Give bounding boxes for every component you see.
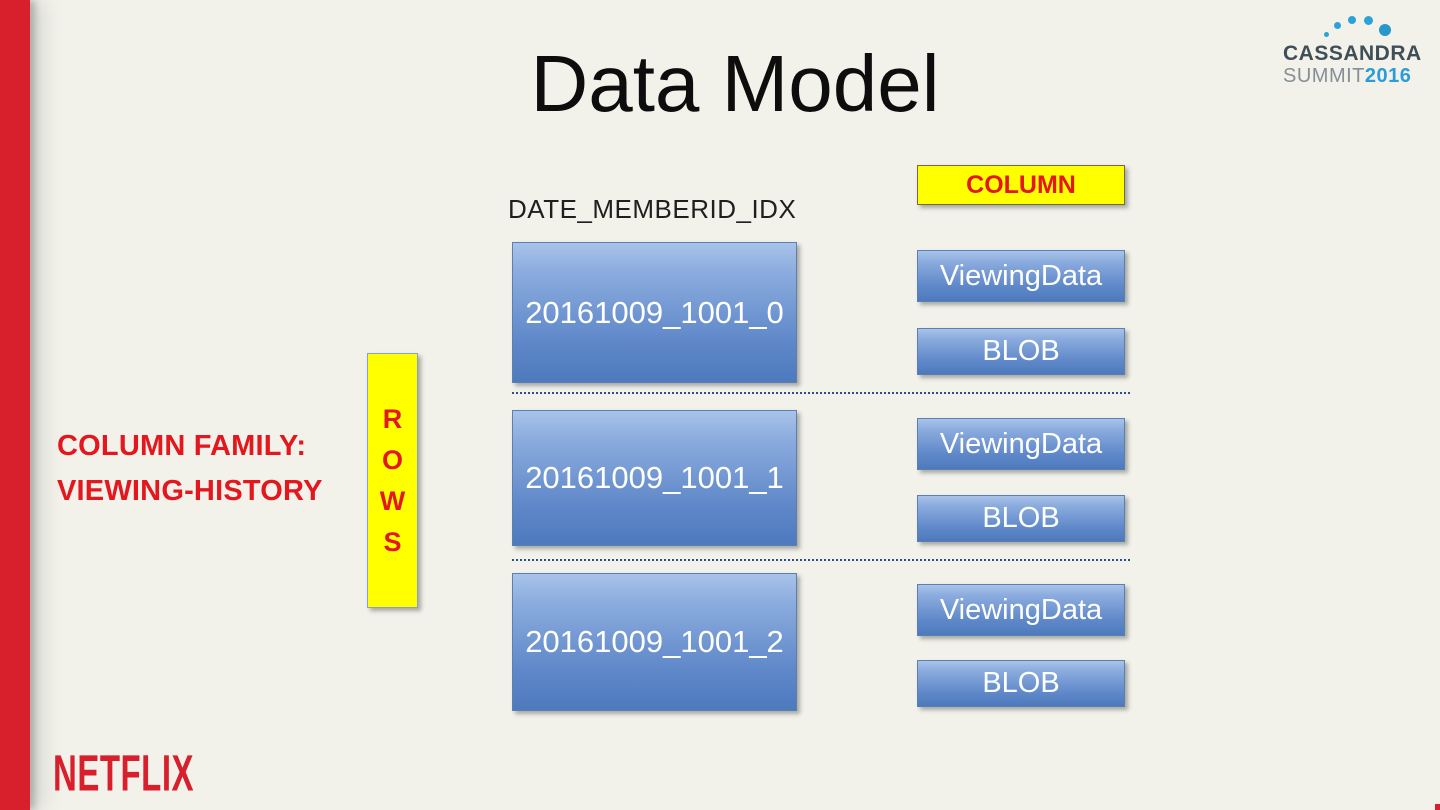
column-name-box: ViewingData <box>917 250 1125 302</box>
cassandra-dots-icon <box>1364 16 1373 25</box>
netflix-logo: NETFLIX <box>53 744 194 802</box>
cassandra-summit-logo: CASSANDRA SUMMIT2016 <box>1278 6 1438 101</box>
row-separator-line <box>512 559 1130 561</box>
column-family-caption: COLUMN FAMILY: VIEWING-HISTORY <box>57 424 323 514</box>
left-accent-bar <box>0 0 30 810</box>
column-value-box: BLOB <box>917 495 1125 542</box>
cassandra-dots-icon <box>1334 22 1341 29</box>
rows-letter: R <box>382 403 403 434</box>
cassandra-year-text: 2016 <box>1364 65 1412 87</box>
cassandra-summit-text: SUMMIT <box>1283 65 1365 87</box>
column-family-caption-line1: COLUMN FAMILY: <box>57 430 307 462</box>
column-name-box: ViewingData <box>917 418 1125 470</box>
cassandra-dots-icon <box>1324 32 1329 37</box>
column-value-box: BLOB <box>917 328 1125 375</box>
cassandra-summit-year: SUMMIT2016 <box>1283 65 1411 88</box>
row-key-box: 20161009_1001_0 <box>512 242 797 383</box>
row-separator-line <box>512 392 1130 394</box>
rows-letter: W <box>379 485 406 516</box>
corner-accent-mark <box>1435 804 1440 810</box>
row-key-box: 20161009_1001_2 <box>512 573 797 711</box>
row-key-box: 20161009_1001_1 <box>512 410 797 546</box>
rows-label: R O W S <box>367 353 418 608</box>
column-header-label: COLUMN <box>917 165 1125 205</box>
column-family-caption-line2: VIEWING-HISTORY <box>57 475 323 507</box>
slide-title: Data Model <box>530 39 940 128</box>
cassandra-dots-icon <box>1348 16 1356 24</box>
cassandra-logo-text: CASSANDRA <box>1283 42 1422 65</box>
cassandra-dots-icon <box>1379 24 1391 36</box>
column-value-box: BLOB <box>917 660 1125 707</box>
rows-letter: S <box>383 526 402 557</box>
index-name-label: DATE_MEMBERID_IDX <box>508 194 797 224</box>
rows-letter: O <box>381 444 403 475</box>
column-name-box: ViewingData <box>917 584 1125 636</box>
